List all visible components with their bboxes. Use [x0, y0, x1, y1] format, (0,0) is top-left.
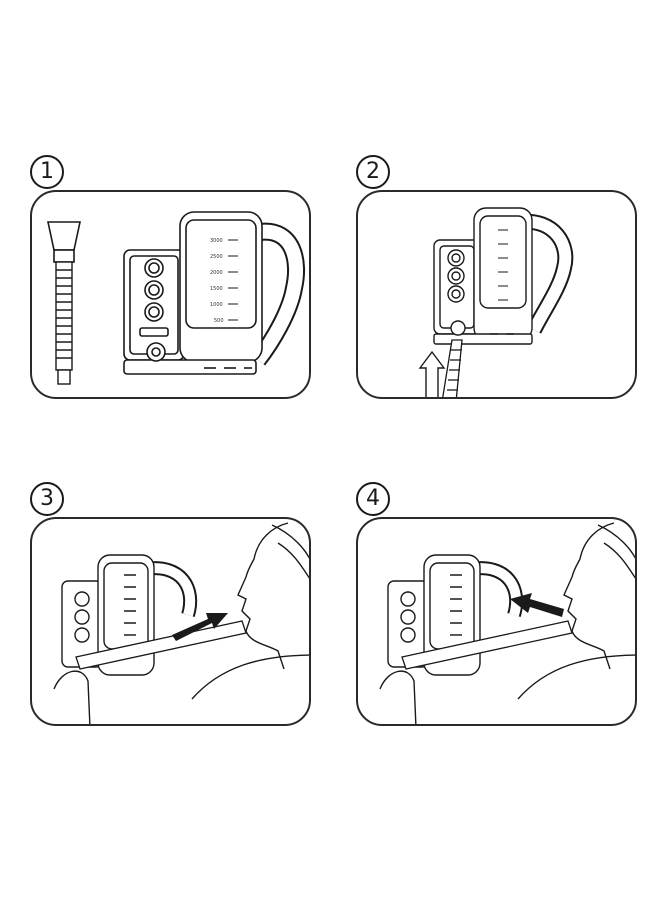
- hose-icon: [401, 620, 573, 670]
- step-3-illustration: [53, 522, 309, 724]
- scale-label-500: 500: [214, 318, 224, 324]
- hose-icon: [442, 339, 463, 397]
- step-2-number-text: 2: [366, 159, 380, 184]
- step-2-number: 2: [356, 155, 390, 189]
- person-icon: [53, 522, 309, 724]
- step-3-number: 3: [30, 482, 64, 516]
- arrow-up-icon: [418, 350, 446, 397]
- step-4-number: 4: [356, 482, 390, 516]
- step-4-number-text: 4: [366, 486, 380, 511]
- scale-label-1500: 1500: [210, 286, 223, 292]
- scale-label-3000: 3000: [210, 238, 223, 244]
- person-icon: [379, 522, 635, 724]
- step-1-number-text: 1: [40, 159, 54, 184]
- spirometer-icon: [433, 207, 574, 345]
- arrow-right-icon: [172, 613, 228, 641]
- step-1-panel: 3000 2500 2000 1500 1000 500: [30, 190, 311, 399]
- step-3-number-text: 3: [40, 486, 54, 511]
- step-1-number: 1: [30, 155, 64, 189]
- scale-label-2500: 2500: [210, 254, 223, 260]
- scale-label-1000: 1000: [210, 302, 223, 308]
- scale-label-2000: 2000: [210, 270, 223, 276]
- step-3-panel: [30, 517, 311, 726]
- step-2-panel: [356, 190, 637, 399]
- mouthpiece-icon: [47, 221, 81, 263]
- step-4-illustration: [379, 522, 635, 724]
- step-4-panel: [356, 517, 637, 726]
- spirometer-icon: [61, 554, 198, 676]
- volume-scale: [228, 239, 238, 321]
- step-2-illustration: [418, 207, 574, 397]
- spirometer-icon: [387, 554, 524, 676]
- arrow-left-icon: [510, 593, 564, 617]
- volume-scale: [498, 229, 508, 301]
- step-1-illustration: 3000 2500 2000 1500 1000 500: [47, 211, 306, 385]
- hose-icon: [55, 261, 73, 385]
- spirometer-icon: [123, 211, 306, 375]
